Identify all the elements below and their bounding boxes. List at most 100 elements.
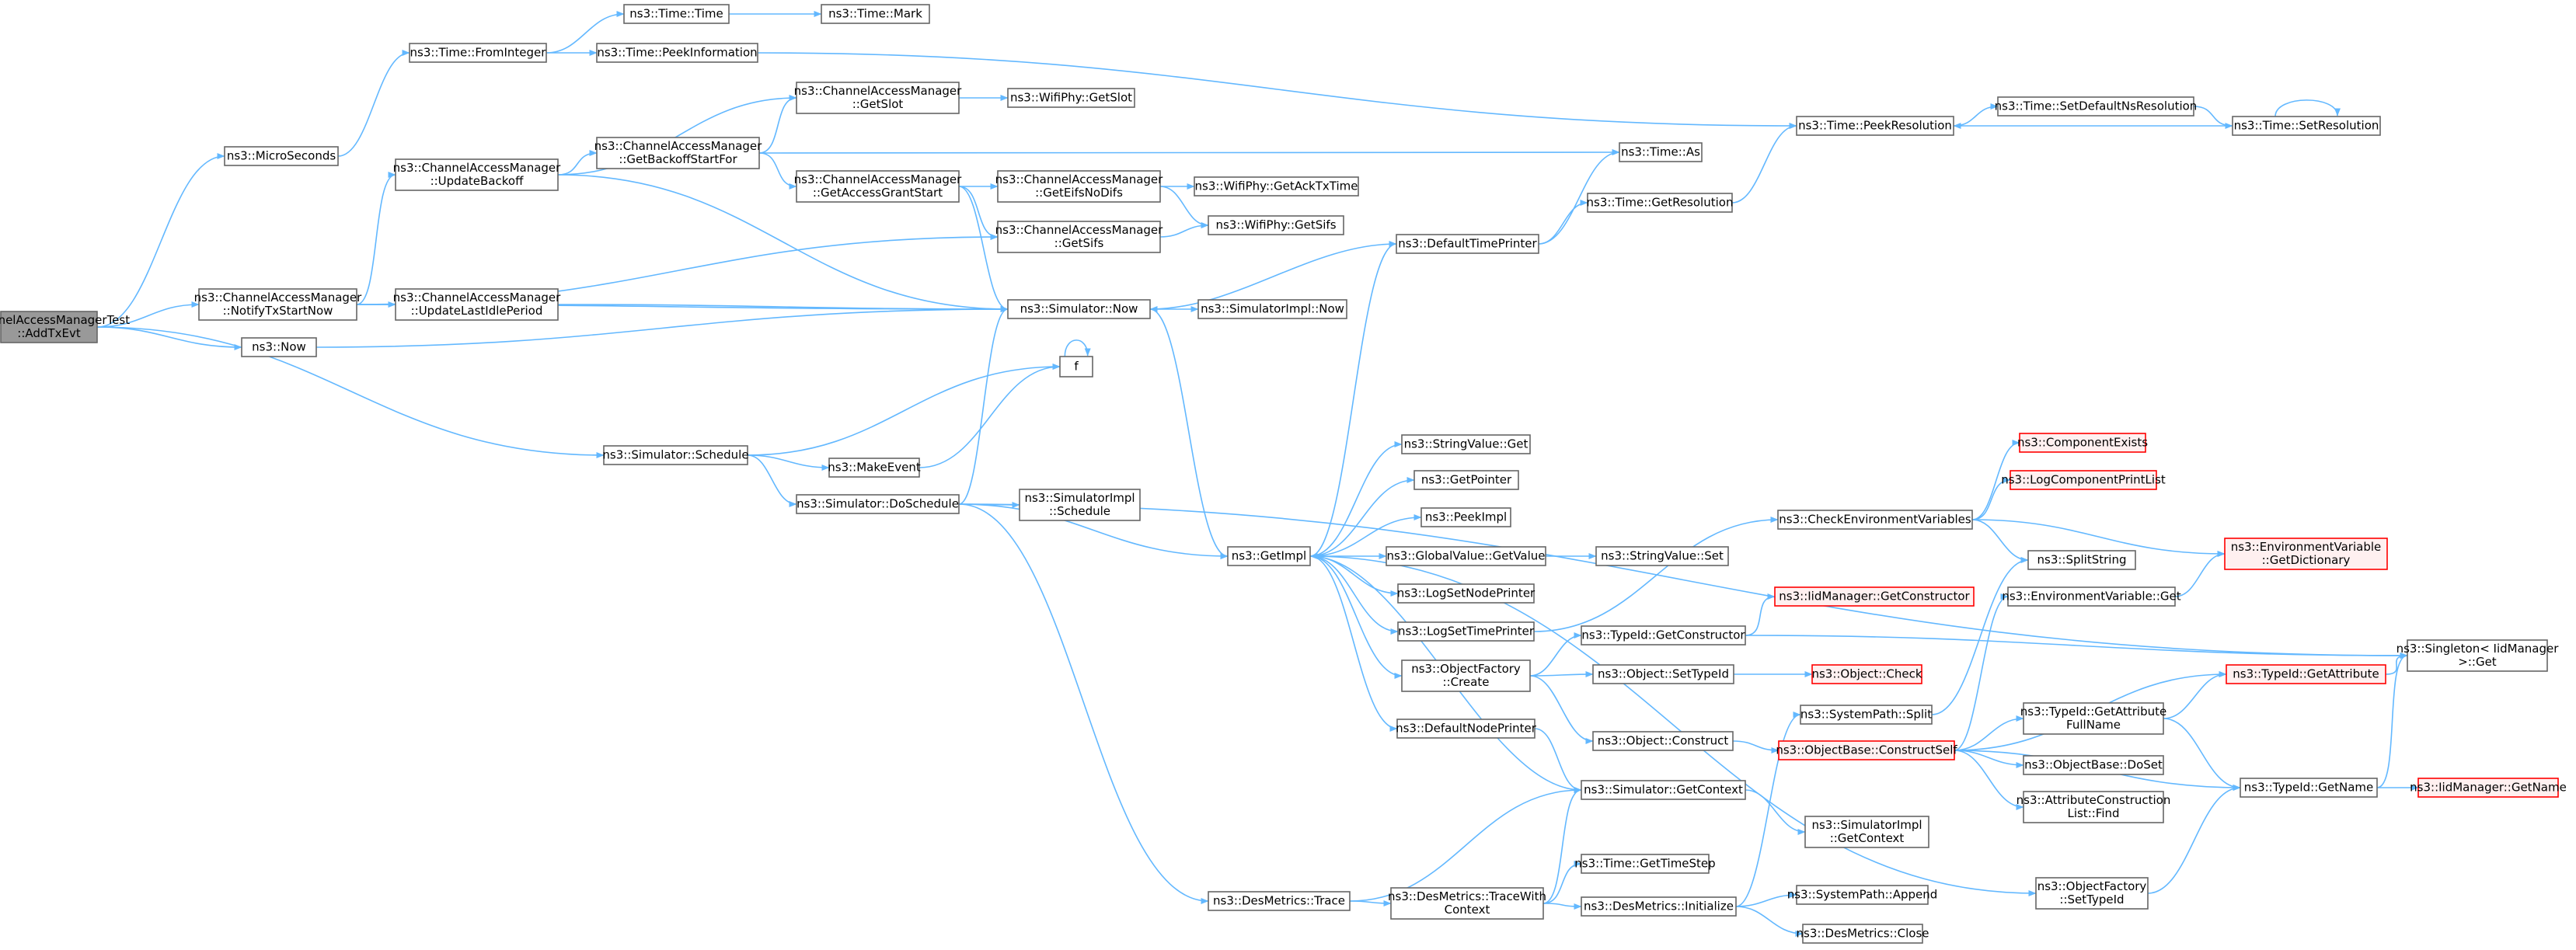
- node-box-notify[interactable]: [198, 288, 357, 321]
- node-iidgetctor[interactable]: ns3::IidManager::GetConstructor: [1774, 586, 1975, 607]
- node-box-simimplsched[interactable]: [1019, 489, 1141, 521]
- node-box-objbasedoset[interactable]: [2023, 755, 2164, 775]
- node-doschedule[interactable]: ns3::Simulator::DoSchedule: [796, 494, 960, 514]
- node-box-setres[interactable]: [2232, 116, 2381, 136]
- node-box-root[interactable]: [0, 311, 98, 343]
- node-box-lognode[interactable]: [1397, 583, 1535, 604]
- node-box-getack[interactable]: [1194, 176, 1359, 197]
- node-getaccess[interactable]: ns3::ChannelAccessManager::GetAccessGran…: [794, 170, 962, 203]
- node-box-desinit[interactable]: [1581, 896, 1737, 917]
- node-peekinfo[interactable]: ns3::Time::PeekInformation: [596, 43, 758, 63]
- node-box-logcomplist[interactable]: [2010, 470, 2157, 490]
- node-box-simimplctx[interactable]: [1804, 816, 1929, 848]
- node-box-getbackoff[interactable]: [596, 137, 760, 169]
- node-objfactcreate[interactable]: ns3::ObjectFactory::Create: [1401, 659, 1531, 692]
- node-simgetctx[interactable]: ns3::Simulator::GetContext: [1581, 780, 1746, 800]
- node-box-getpointer[interactable]: [1413, 470, 1519, 490]
- node-box-strget[interactable]: [1401, 434, 1531, 454]
- node-box-desclose[interactable]: [1802, 924, 1923, 944]
- node-strset[interactable]: ns3::StringValue::Set: [1595, 546, 1729, 566]
- node-box-timeas[interactable]: [1619, 142, 1703, 162]
- node-typeidgetname[interactable]: ns3::TypeId::GetName: [2240, 778, 2378, 798]
- node-typeidgetctor[interactable]: ns3::TypeId::GetConstructor: [1581, 625, 1746, 646]
- node-box-setdefres[interactable]: [1997, 96, 2194, 117]
- node-getbackoff[interactable]: ns3::ChannelAccessManager::GetBackoffSta…: [594, 137, 762, 169]
- node-box-objsettypeid[interactable]: [1592, 664, 1734, 684]
- node-gettimestep[interactable]: ns3::Time::GetTimeStep: [1574, 854, 1716, 874]
- node-wifigetslot[interactable]: ns3::WifiPhy::GetSlot: [1007, 88, 1135, 108]
- node-box-attrlistfind[interactable]: [2023, 791, 2164, 823]
- node-fromint[interactable]: ns3::Time::FromInteger: [409, 43, 547, 63]
- node-objfactsettype[interactable]: ns3::ObjectFactory::SetTypeId: [2035, 877, 2149, 910]
- node-box-typeidgetname[interactable]: [2240, 778, 2378, 798]
- node-timemark[interactable]: ns3::Time::Mark: [821, 4, 930, 24]
- node-box-geteifs[interactable]: [997, 170, 1161, 203]
- node-syspathappend[interactable]: ns3::SystemPath::Append: [1787, 885, 1938, 905]
- node-box-typeidgetctor[interactable]: [1581, 625, 1746, 646]
- node-box-peekres[interactable]: [1796, 116, 1954, 136]
- node-logcomplist[interactable]: ns3::LogComponentPrintList: [2001, 470, 2166, 490]
- node-timetime[interactable]: ns3::Time::Time: [623, 4, 730, 24]
- node-box-peekimpl[interactable]: [1420, 507, 1511, 527]
- node-box-envget[interactable]: [2007, 586, 2176, 607]
- node-getack[interactable]: ns3::WifiPhy::GetAckTxTime: [1194, 176, 1359, 197]
- node-singleton[interactable]: ns3::Singleton< IidManager>::Get: [2396, 639, 2560, 672]
- node-box-strset[interactable]: [1595, 546, 1729, 566]
- node-desclose[interactable]: ns3::DesMetrics::Close: [1797, 924, 1929, 944]
- node-deftimeprinter[interactable]: ns3::DefaultTimePrinter: [1396, 234, 1539, 254]
- node-objcheck[interactable]: ns3::Object::Check: [1811, 664, 1922, 684]
- node-box-iidgetname[interactable]: [2417, 778, 2559, 798]
- node-syspathsplit[interactable]: ns3::SystemPath::Split: [1800, 705, 1933, 725]
- node-objconstruct[interactable]: ns3::Object::Construct: [1592, 731, 1734, 751]
- node-box-splitstring[interactable]: [2027, 550, 2136, 570]
- node-box-timetime[interactable]: [623, 4, 730, 24]
- node-box-updbackoff[interactable]: [395, 158, 559, 191]
- node-simimplctx[interactable]: ns3::SimulatorImpl::GetContext: [1804, 816, 1929, 848]
- node-compexists[interactable]: ns3::ComponentExists: [2017, 433, 2148, 453]
- node-box-doschedule[interactable]: [796, 494, 960, 514]
- node-setres[interactable]: ns3::Time::SetResolution: [2232, 116, 2381, 136]
- node-simnow[interactable]: ns3::Simulator::Now: [1007, 299, 1151, 319]
- node-getimpl[interactable]: ns3::GetImpl: [1227, 546, 1311, 566]
- node-box-deftimeprinter[interactable]: [1396, 234, 1539, 254]
- node-box-updidle[interactable]: [395, 288, 559, 321]
- node-box-objconstruct[interactable]: [1592, 731, 1734, 751]
- node-iidgetname[interactable]: ns3::IidManager::GetName: [2410, 778, 2567, 798]
- node-logtime[interactable]: ns3::LogSetTimePrinter: [1397, 621, 1535, 642]
- node-now[interactable]: ns3::Now: [241, 337, 317, 357]
- node-makeevent[interactable]: ns3::MakeEvent: [828, 458, 921, 478]
- node-peekimpl[interactable]: ns3::PeekImpl: [1420, 507, 1511, 527]
- node-typeidgetattr[interactable]: ns3::TypeId::GetAttribute: [2226, 664, 2386, 684]
- node-getslot[interactable]: ns3::ChannelAccessManager::GetSlot: [794, 82, 962, 114]
- node-box-timemark[interactable]: [821, 4, 930, 24]
- node-updbackoff[interactable]: ns3::ChannelAccessManager::UpdateBackoff: [393, 158, 561, 191]
- node-notify[interactable]: ns3::ChannelAccessManager::NotifyTxStart…: [194, 288, 362, 321]
- node-box-defnodeprinter[interactable]: [1396, 719, 1535, 739]
- node-lognode[interactable]: ns3::LogSetNodePrinter: [1397, 583, 1535, 604]
- node-timeas[interactable]: ns3::Time::As: [1619, 142, 1703, 162]
- node-geteifs[interactable]: ns3::ChannelAccessManager::GetEifsNoDifs: [995, 170, 1163, 203]
- node-box-simimplnow[interactable]: [1197, 299, 1347, 319]
- node-constructself[interactable]: ns3::ObjectBase::ConstructSelf: [1776, 740, 1957, 760]
- node-box-getattrfull[interactable]: [2023, 702, 2164, 735]
- node-root[interactable]: ChannelAccessManagerTest::AddTxEvt: [0, 311, 130, 343]
- node-box-syspathsplit[interactable]: [1800, 705, 1933, 725]
- node-simimplsched[interactable]: ns3::SimulatorImpl::Schedule: [1019, 489, 1141, 521]
- node-updidle[interactable]: ns3::ChannelAccessManager::UpdateLastIdl…: [393, 288, 561, 321]
- node-desmetrics[interactable]: ns3::DesMetrics::Trace: [1208, 891, 1351, 911]
- node-box-wifigetslot[interactable]: [1007, 88, 1135, 108]
- node-micro[interactable]: ns3::MicroSeconds: [224, 146, 339, 166]
- node-box-gettimestep[interactable]: [1581, 854, 1710, 874]
- node-box-typeidgetattr[interactable]: [2226, 664, 2386, 684]
- node-globalget[interactable]: ns3::GlobalValue::GetValue: [1386, 546, 1546, 566]
- node-setdefres[interactable]: ns3::Time::SetDefaultNsResolution: [1995, 96, 2198, 117]
- node-cgetsifs[interactable]: ns3::ChannelAccessManager::GetSifs: [995, 221, 1163, 253]
- node-box-compexists[interactable]: [2019, 433, 2146, 453]
- node-box-constructself[interactable]: [1778, 740, 1955, 760]
- node-desinit[interactable]: ns3::DesMetrics::Initialize: [1581, 896, 1737, 917]
- node-box-schedule[interactable]: [603, 445, 748, 465]
- node-box-f[interactable]: [1059, 356, 1093, 378]
- node-box-getaccess[interactable]: [796, 170, 960, 203]
- node-wgetsifs[interactable]: ns3::WifiPhy::GetSifs: [1208, 215, 1344, 235]
- node-defnodeprinter[interactable]: ns3::DefaultNodePrinter: [1396, 719, 1537, 739]
